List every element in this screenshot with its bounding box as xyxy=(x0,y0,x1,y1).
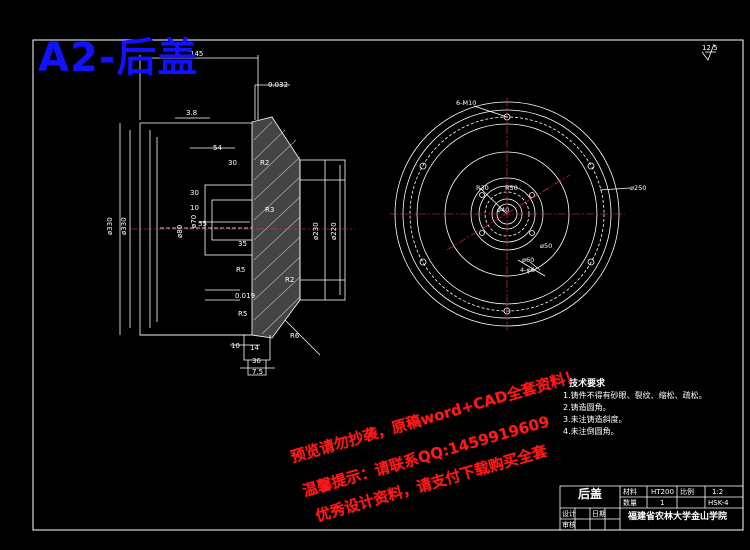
svg-text:R5: R5 xyxy=(236,266,245,274)
title-block-scale-label: 比例 xyxy=(680,488,694,496)
svg-text:3.8: 3.8 xyxy=(186,109,197,117)
title-block-drawing-no: HSK-4 xyxy=(708,499,729,507)
svg-text:R5: R5 xyxy=(238,310,247,318)
svg-text:ø40: ø40 xyxy=(497,206,509,214)
svg-text:ø70: ø70 xyxy=(190,215,198,228)
title-block-part-name: 后盖 xyxy=(578,487,603,501)
drawing-border xyxy=(32,39,744,531)
title-block-quantity: 1 xyxy=(660,499,665,507)
title-block-material-label: 材料 xyxy=(623,488,637,496)
roughness-value: 12.5 xyxy=(702,44,718,52)
svg-text:35: 35 xyxy=(238,240,247,248)
svg-text:R30: R30 xyxy=(476,184,489,192)
front-centerlines xyxy=(390,98,625,330)
svg-text:0.032: 0.032 xyxy=(268,81,288,89)
title-block-designer-label: 设计 xyxy=(562,510,576,518)
tech-req-item-3: 3.未注铸造斜度。 xyxy=(563,415,627,424)
svg-text:4-φ6: 4-φ6 xyxy=(520,266,535,274)
title-block-school: 福建省农林大学金山学院 xyxy=(628,512,728,522)
svg-text:ø220: ø220 xyxy=(330,222,338,240)
svg-text:7.5: 7.5 xyxy=(252,368,263,376)
front-dimension-text: 6-M10 ø250 R30 R50 ø50 ø60 4-φ6 ø40 xyxy=(456,99,646,274)
tech-req-item-2: 2.铸造圆角。 xyxy=(563,403,611,412)
roughness-symbol xyxy=(701,43,716,61)
technical-requirements: 技术要求 1.铸件不得有砂眼、裂纹、缩松、疏松。 2.铸造圆角。 3.未注铸造斜… xyxy=(563,378,707,438)
svg-text:30: 30 xyxy=(190,189,199,197)
svg-text:ø80: ø80 xyxy=(176,225,184,238)
svg-text:R6: R6 xyxy=(290,332,300,340)
svg-text:ø330: ø330 xyxy=(106,217,114,235)
svg-text:ø50: ø50 xyxy=(540,242,552,250)
title-block-date-label: 日期 xyxy=(592,510,606,518)
svg-text:ø250: ø250 xyxy=(630,184,646,192)
svg-text:55: 55 xyxy=(198,220,207,228)
svg-text:ø60: ø60 xyxy=(522,256,534,264)
svg-text:R2: R2 xyxy=(260,159,269,167)
svg-text:10: 10 xyxy=(190,204,199,212)
svg-text:R3: R3 xyxy=(265,206,274,214)
svg-text:14: 14 xyxy=(250,344,259,352)
svg-text:ø330: ø330 xyxy=(120,217,128,235)
svg-text:ø230: ø230 xyxy=(312,222,320,240)
svg-text:145: 145 xyxy=(190,50,203,58)
svg-text:30: 30 xyxy=(228,159,237,167)
drawing-title: A2-后盖 xyxy=(38,35,199,81)
svg-text:10: 10 xyxy=(231,342,240,350)
svg-text:6-M10: 6-M10 xyxy=(456,99,476,107)
title-block-scale: 1:2 xyxy=(712,488,724,496)
title-block-checker-label: 审核 xyxy=(562,521,576,529)
tech-req-item-1: 1.铸件不得有砂眼、裂纹、缩松、疏松。 xyxy=(563,391,707,400)
section-dimension-text: 145 0.032 0.019 3.8 54 30 30 10 55 35 R2… xyxy=(106,50,338,376)
title-block-material: HT200 xyxy=(651,488,674,496)
title-block-quantity-label: 数量 xyxy=(623,499,637,507)
tech-req-heading: 技术要求 xyxy=(569,379,606,389)
svg-text:54: 54 xyxy=(213,144,222,152)
tech-req-item-4: 4.未注倒圆角。 xyxy=(563,427,619,436)
svg-text:R50: R50 xyxy=(505,184,518,192)
svg-text:36: 36 xyxy=(252,357,261,365)
svg-text:R2: R2 xyxy=(285,276,294,284)
section-view xyxy=(119,55,346,376)
svg-text:0.019: 0.019 xyxy=(235,292,255,300)
title-block xyxy=(559,485,744,531)
